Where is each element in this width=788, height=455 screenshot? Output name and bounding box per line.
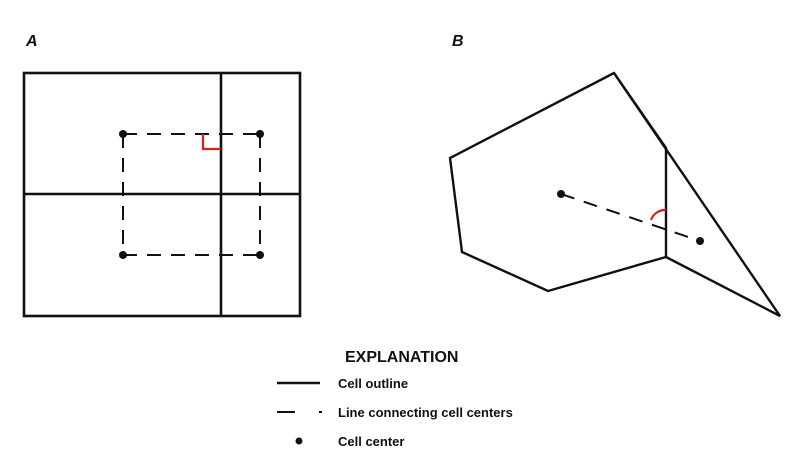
panel-b-angle-marker [649, 208, 667, 221]
legend-cell-center-swatch [295, 437, 303, 445]
panel-a-cell-center-bottom-right [256, 251, 264, 259]
panel-a-label: A [25, 33, 38, 50]
panel-a [22, 71, 302, 318]
explanation-legend: EXPLANATION Cell outline Line connecting… [277, 349, 513, 449]
panel-b-left-cell-outline [448, 71, 668, 293]
explanation-title: EXPLANATION [345, 349, 458, 366]
panel-a-right-angle-marker [201, 134, 221, 151]
panel-a-cell-center-bottom-left [119, 251, 127, 259]
legend-connecting-line-label: Line connecting cell centers [338, 405, 513, 420]
panel-b-connecting-line [560, 193, 701, 242]
panel-b-cell-center-left [557, 190, 565, 198]
panel-b-label: B [452, 33, 464, 50]
panel-b [448, 71, 781, 318]
panel-b-right-cell-outline [613, 72, 781, 318]
panel-a-cell-center-top-left [119, 130, 127, 138]
legend-cell-center-label: Cell center [338, 434, 404, 449]
panel-b-cell-center-right [696, 237, 704, 245]
panel-a-cell-center-top-right [256, 130, 264, 138]
legend-cell-outline-label: Cell outline [338, 376, 408, 391]
